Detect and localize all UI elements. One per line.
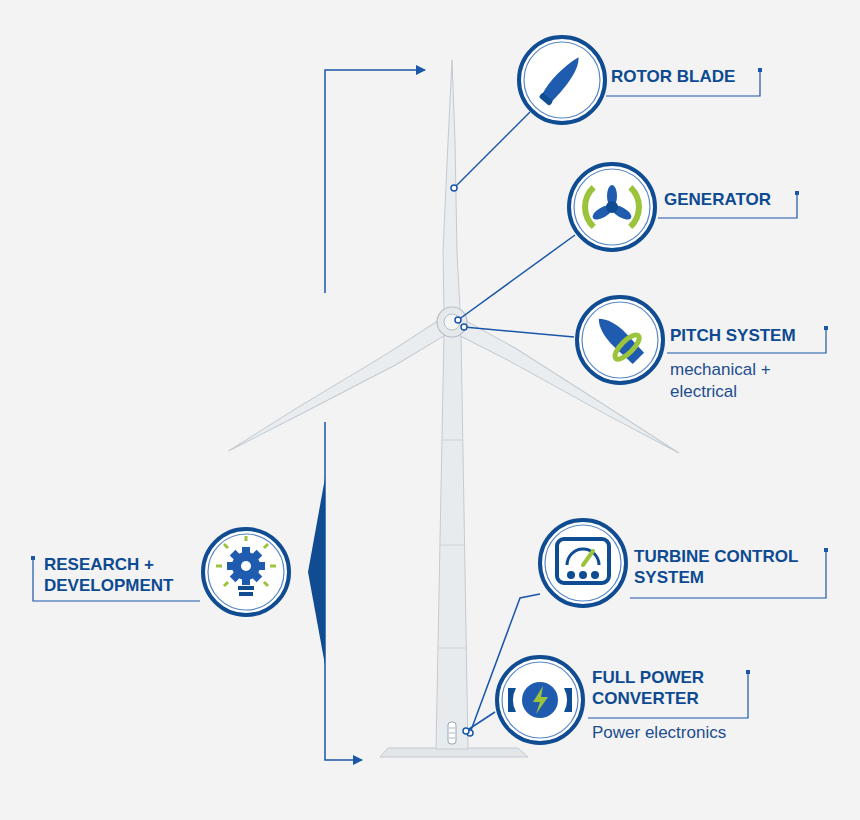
text-brackets: [33, 70, 826, 718]
callout-node: PITCH SYSTEM mechanical + electrical: [574, 294, 820, 403]
icon-circle: [574, 294, 666, 386]
spinner: [444, 314, 460, 330]
tower-joints: [438, 440, 466, 648]
callout-text: PITCH SYSTEM mechanical + electrical: [670, 325, 820, 403]
bracket-dots: [31, 68, 828, 674]
part-heading: TURBINE CONTROL SYSTEM: [634, 546, 824, 588]
callout-text: RESEARCH + DEVELOPMENT: [44, 554, 194, 596]
tower: [436, 334, 468, 749]
part-heading: GENERATOR: [664, 189, 794, 210]
leader-lines: [454, 112, 575, 733]
icon-circle: [494, 654, 586, 746]
door-steps: [449, 728, 455, 738]
callout-node: ROTOR BLADE: [516, 34, 761, 126]
callout-node: GENERATOR: [566, 161, 794, 253]
rd-bracket-bottom: [325, 422, 362, 760]
callout-text: FULL POWER CONVERTER Power electronics: [592, 667, 742, 744]
part-subtitle: mechanical + electrical: [670, 359, 820, 403]
rd-wedge: [308, 478, 325, 665]
leader-dots: [451, 185, 473, 736]
hub: [437, 307, 467, 337]
callout-text: GENERATOR: [664, 189, 794, 210]
part-heading: FULL POWER CONVERTER: [592, 667, 742, 709]
icon-circle: [516, 34, 608, 126]
icon-circle: [566, 161, 658, 253]
part-heading: ROTOR BLADE: [611, 66, 761, 87]
callout-node: TURBINE CONTROL SYSTEM: [537, 517, 824, 609]
callout-node: FULL POWER CONVERTER Power electronics: [494, 654, 742, 746]
callout-text: ROTOR BLADE: [611, 66, 761, 87]
rotor-blades: [225, 60, 684, 460]
icon-circle: [200, 526, 292, 618]
part-subtitle: Power electronics: [592, 722, 742, 744]
rd-bracket-top: [325, 70, 425, 293]
callout-node: RESEARCH + DEVELOPMENT: [44, 526, 292, 618]
part-heading: PITCH SYSTEM: [670, 325, 820, 346]
part-heading: RESEARCH + DEVELOPMENT: [44, 554, 194, 596]
icon-circle: [537, 517, 629, 609]
tower-door: [448, 722, 456, 744]
callout-text: TURBINE CONTROL SYSTEM: [634, 546, 824, 588]
